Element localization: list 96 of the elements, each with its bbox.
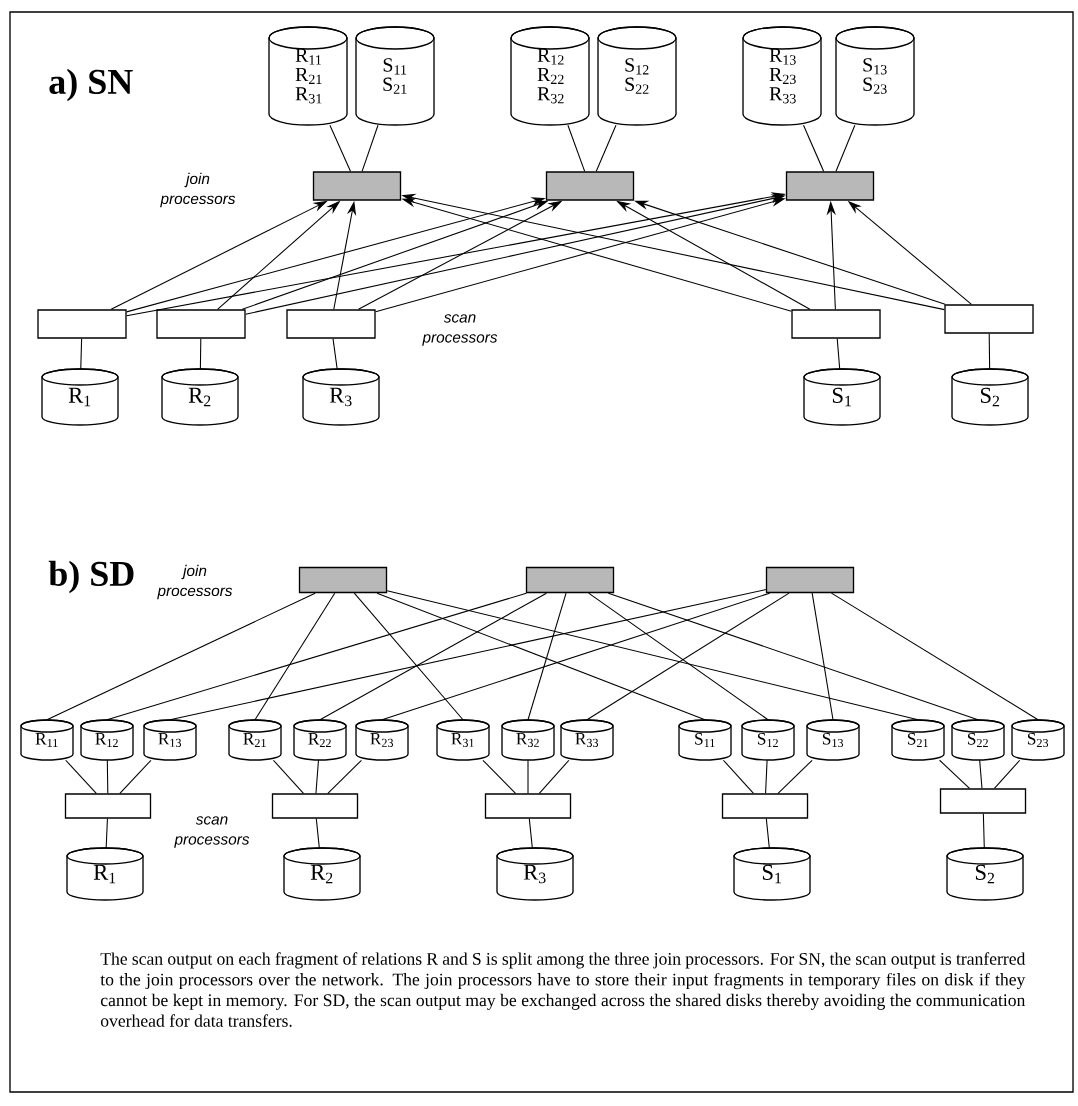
connector-line bbox=[482, 759, 517, 794]
disk-cylinder: S$_{12}$ bbox=[741, 719, 795, 761]
connector-line bbox=[329, 124, 351, 172]
disk-cylinder: R$_{1}$ bbox=[66, 847, 144, 901]
connector-line bbox=[315, 818, 320, 849]
connector-line bbox=[80, 338, 83, 370]
connector-line bbox=[315, 759, 319, 794]
join-processor-box bbox=[765, 566, 855, 594]
connector-line bbox=[327, 759, 362, 794]
join-processor-box bbox=[298, 566, 388, 594]
connector-line bbox=[722, 759, 755, 794]
connector-line bbox=[254, 592, 336, 721]
scan-processor-box bbox=[721, 793, 809, 819]
connector-line bbox=[802, 124, 825, 172]
scan-processor-box bbox=[64, 793, 152, 819]
connector-line bbox=[106, 592, 527, 721]
connector-line bbox=[65, 759, 97, 794]
disk-cylinder: R$_{22}$ bbox=[293, 719, 347, 761]
disk-cylinder: S$_{21}$ bbox=[891, 719, 945, 761]
scan-processor-box bbox=[944, 304, 1034, 334]
connector-line bbox=[361, 124, 379, 172]
connector-line bbox=[765, 818, 770, 849]
disk-cylinder: R$_{2}$ bbox=[283, 847, 361, 901]
disk-cylinder: R$_{21}$ bbox=[228, 719, 282, 761]
scan-processor-box bbox=[484, 793, 572, 819]
caption-text: The scan output on each fragment of relations R and S is split among the three join processors. For SN, the scan output is tranferred to the join processors over the network. The join processors have to store their input fragments in temporary files on disk if they cannot be kept in memory. For SD, the scan output may be exchanged across the shared disks thereby avoiding the communication overhead for data transfers. bbox=[100, 952, 1026, 1027]
connector-line bbox=[595, 124, 617, 172]
connector-line bbox=[105, 818, 108, 849]
disk-cylinder: R$_{33}$ bbox=[560, 719, 614, 761]
disk-cylinder: R$_{1}$ bbox=[41, 368, 119, 426]
disk-cylinder: S$_{2}$ bbox=[951, 368, 1029, 426]
connector-line bbox=[836, 338, 841, 370]
connector-line bbox=[381, 592, 771, 721]
join-processor-box bbox=[785, 171, 875, 201]
join-processor-box bbox=[312, 171, 402, 201]
connector-line bbox=[319, 592, 547, 721]
disk-cylinder: S$_{13}$ bbox=[806, 719, 860, 761]
connector-line bbox=[332, 338, 338, 370]
connector-line bbox=[199, 338, 202, 370]
disk-cylinder: R$_{11}$ bbox=[20, 719, 74, 761]
connector-line bbox=[272, 759, 305, 794]
disk-cylinder: R$_{13}$ R$_{23}$ R$_{33}$ bbox=[742, 26, 822, 126]
connector-line bbox=[993, 759, 1021, 789]
side-label: scan processors bbox=[422, 314, 498, 346]
connector-line bbox=[376, 592, 706, 721]
disk-cylinder: S$_{12}$ S$_{22}$ bbox=[597, 26, 677, 126]
disk-cylinder: S$_{13}$ S$_{23}$ bbox=[835, 26, 915, 126]
disk-cylinder: R$_{12}$ bbox=[80, 719, 134, 761]
connector-line bbox=[811, 592, 834, 721]
disk-cylinder: S$_{1}$ bbox=[803, 368, 881, 426]
disk-cylinder: R$_{23}$ bbox=[355, 719, 409, 761]
disk-cylinder: R$_{2}$ bbox=[161, 368, 239, 426]
connector-line bbox=[835, 124, 856, 172]
disk-cylinder: S$_{2}$ bbox=[946, 847, 1024, 901]
side-label: join processors bbox=[157, 564, 233, 600]
disk-cylinder: R$_{3}$ bbox=[302, 368, 380, 426]
disk-cylinder: R$_{32}$ bbox=[501, 719, 555, 761]
connector-line bbox=[567, 124, 586, 172]
join-processor-box bbox=[545, 171, 635, 201]
scan-processor-box bbox=[286, 309, 376, 339]
scan-processor-box bbox=[37, 309, 127, 339]
connector-line bbox=[527, 592, 567, 721]
section-heading: b) SD bbox=[48, 560, 134, 594]
disk-cylinder: S$_{1}$ bbox=[733, 847, 811, 901]
connector-line bbox=[538, 759, 570, 794]
disk-cylinder: R$_{13}$ bbox=[143, 719, 197, 761]
disk-cylinder: S$_{11}$ S$_{21}$ bbox=[355, 26, 435, 126]
scan-processor-box bbox=[791, 309, 881, 339]
disk-cylinder: S$_{22}$ bbox=[951, 719, 1005, 761]
disk-cylinder: R$_{3}$ bbox=[496, 847, 574, 901]
connector-line bbox=[939, 759, 971, 789]
disk-cylinder: R$_{31}$ bbox=[436, 719, 490, 761]
connector-line bbox=[830, 592, 1039, 721]
join-processor-box bbox=[525, 566, 615, 594]
connector-line bbox=[386, 590, 919, 721]
connector-line bbox=[777, 759, 813, 794]
connector-line bbox=[527, 759, 529, 794]
disk-cylinder: S$_{23}$ bbox=[1011, 719, 1065, 761]
connector-line bbox=[353, 592, 464, 721]
connector-line bbox=[169, 589, 767, 721]
connector-line bbox=[979, 759, 983, 789]
disk-cylinder: S$_{11}$ bbox=[678, 719, 732, 761]
connector-line bbox=[982, 813, 985, 849]
scan-processor-box bbox=[156, 309, 246, 339]
connector-line bbox=[607, 592, 979, 721]
side-label: join processors bbox=[160, 172, 236, 208]
scan-processor-box bbox=[939, 788, 1027, 814]
connector-line bbox=[46, 592, 316, 721]
connector-line bbox=[988, 333, 991, 370]
section-heading: a) SN bbox=[49, 68, 133, 102]
connector-line bbox=[528, 818, 533, 849]
connector-line bbox=[765, 759, 768, 794]
connector-line bbox=[106, 759, 109, 794]
scan-processor-box bbox=[271, 793, 359, 819]
connector-line bbox=[119, 759, 152, 794]
side-label: scan processors bbox=[174, 816, 250, 848]
